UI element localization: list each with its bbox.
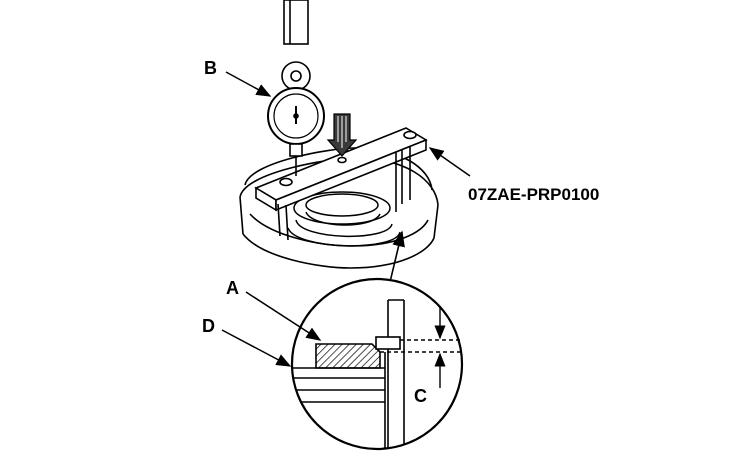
piston xyxy=(287,191,401,247)
downward-arrow-icon xyxy=(326,113,358,157)
label-d: D xyxy=(202,316,215,336)
detail-leader xyxy=(389,230,405,283)
label-a: A xyxy=(226,278,239,298)
callout-leaders xyxy=(221,71,471,367)
dial-indicator-icon xyxy=(267,0,325,176)
label-b: B xyxy=(204,58,217,78)
compressor-tool xyxy=(254,127,428,241)
label-c: C xyxy=(414,386,427,406)
tool-part-number: 07ZAE-PRP0100 xyxy=(468,185,599,204)
detail-inset xyxy=(290,277,464,451)
